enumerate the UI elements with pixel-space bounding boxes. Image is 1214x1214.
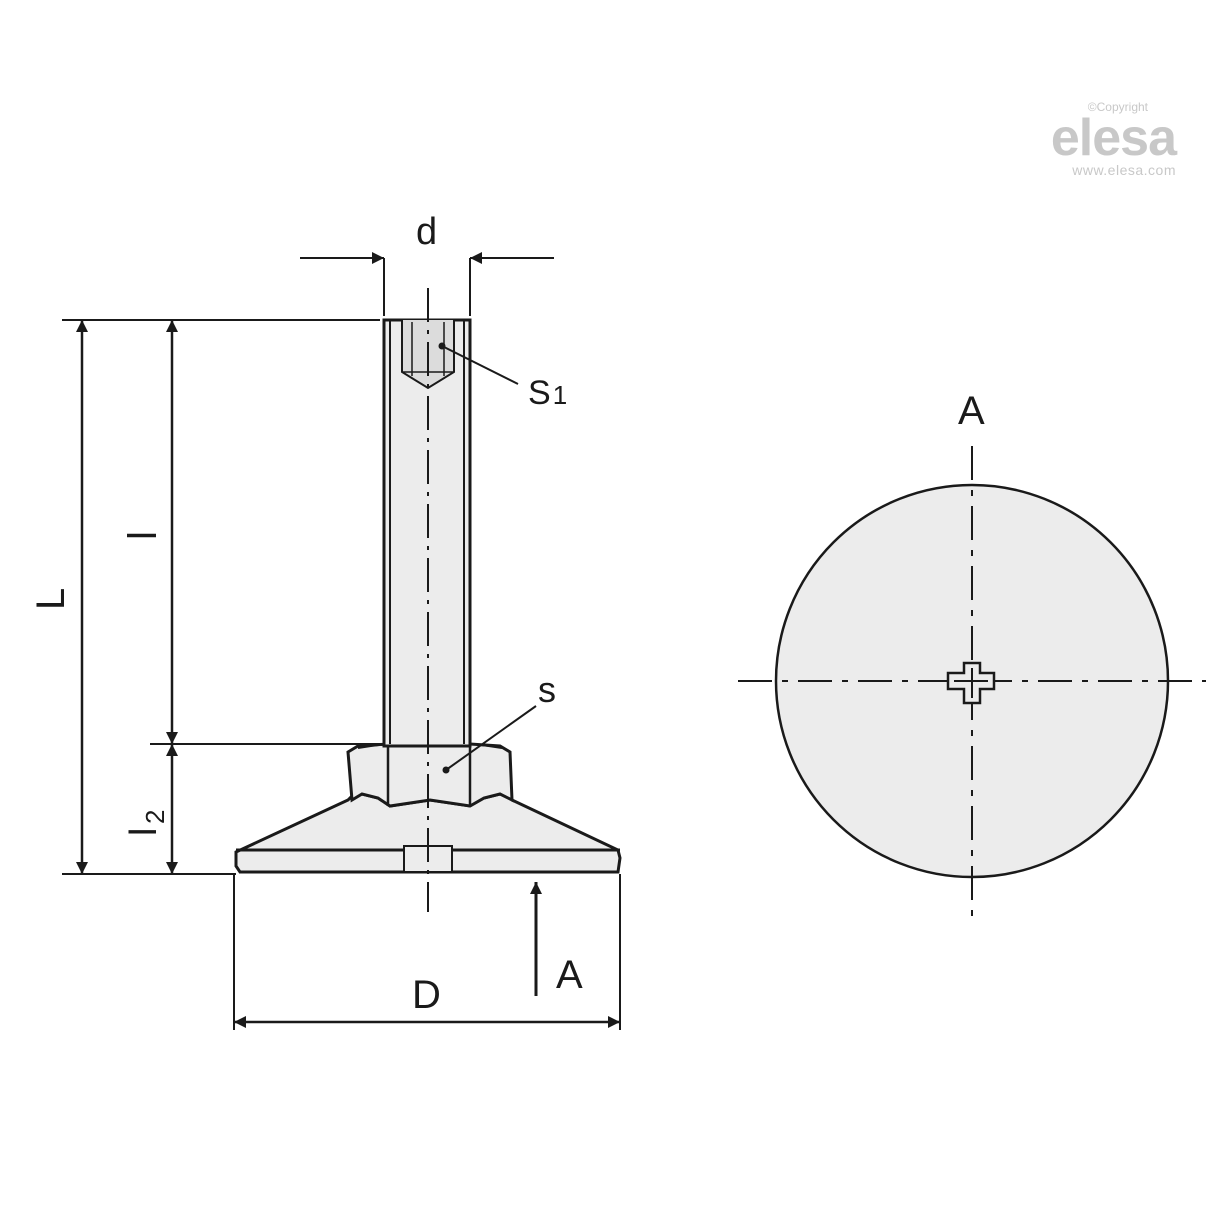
label-l2: l 2 [123, 810, 170, 836]
label-D: D [412, 973, 441, 1017]
label-L: L [29, 588, 73, 610]
bottom-view [738, 446, 1206, 916]
leader-s [445, 705, 537, 771]
website-url: www.elesa.com [1072, 162, 1176, 178]
bottom-view-title: A [958, 389, 985, 433]
brand-logo: elesa [1050, 109, 1177, 167]
copyright-text: ©Copyright [1087, 100, 1148, 114]
label-l: l [121, 531, 165, 540]
label-s1: S1 [528, 374, 567, 412]
leader-s1 [441, 345, 519, 385]
hex-nut [346, 742, 514, 808]
svg-text:l: l [123, 828, 165, 836]
elesa-watermark: ©Copyright elesa www.elesa.com [1050, 100, 1177, 178]
label-d: d [416, 211, 437, 253]
svg-text:2: 2 [140, 810, 170, 824]
side-view [62, 252, 622, 1030]
label-view-a: A [556, 953, 583, 997]
label-s: s [538, 669, 556, 710]
